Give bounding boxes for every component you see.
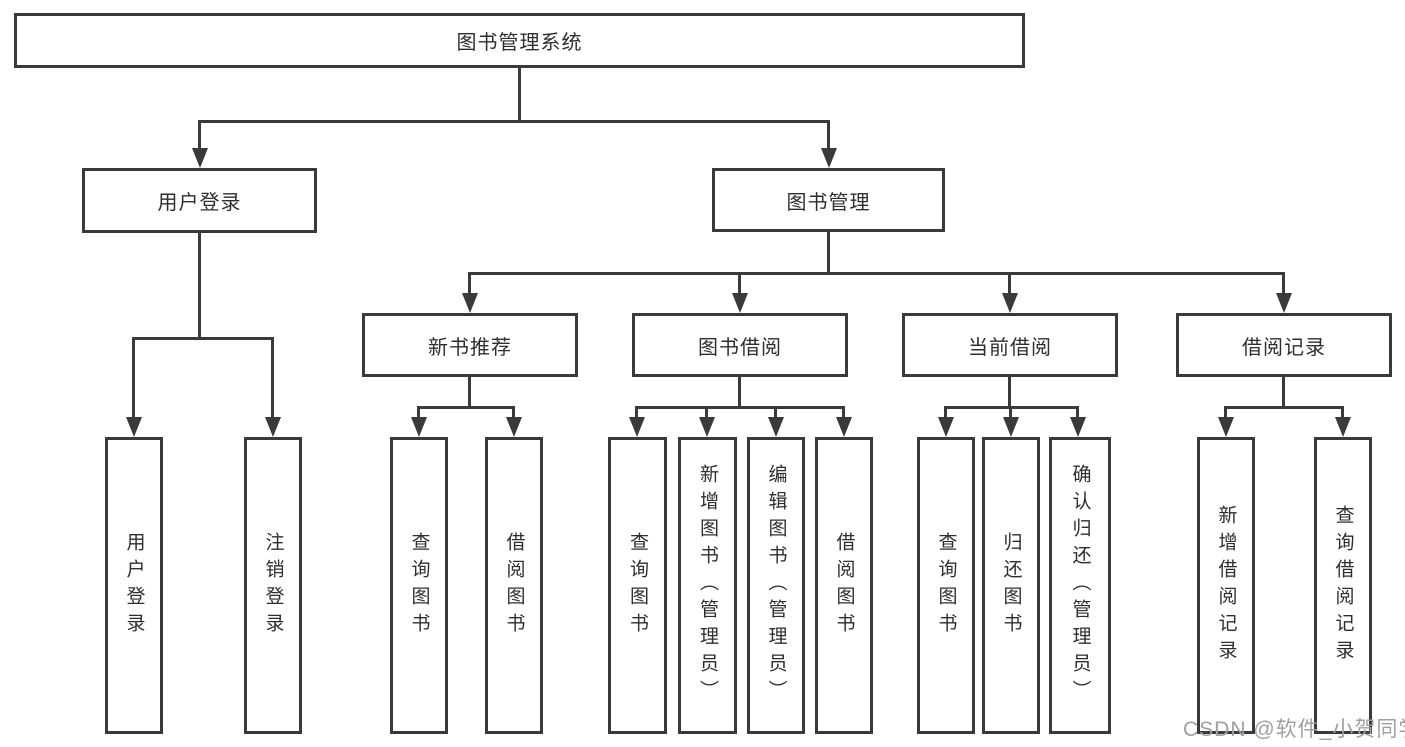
leaf-bb-edit-books: 编辑图书（管理员） (747, 437, 805, 734)
leaf-cb-query-books: 查询图书 (917, 437, 975, 734)
arrowhead-current-borrow (1002, 293, 1018, 313)
connector-book-borrow-bus (635, 406, 845, 409)
connector-nb-query (417, 406, 420, 419)
node-current-borrow: 当前借阅 (902, 313, 1118, 377)
arrowhead-bb-borrow (836, 417, 852, 437)
connector-cb-return (1009, 406, 1012, 419)
arrowhead-new-books (462, 293, 478, 313)
arrowhead-bb-add (699, 417, 715, 437)
connector-br-add (1224, 406, 1227, 419)
arrowhead-cb-return (1003, 417, 1019, 437)
connector-cb-query (944, 406, 947, 419)
node-book-borrow-label: 图书借阅 (698, 336, 782, 359)
arrowhead-borrow-records (1276, 293, 1292, 313)
node-book-mgmt: 图书管理 (712, 168, 945, 232)
connector-to-leaf-logout (271, 337, 274, 419)
node-new-books: 新书推荐 (362, 313, 578, 377)
connector-new-books-bus (417, 406, 515, 409)
node-root: 图书管理系统 (14, 13, 1025, 68)
arrowhead-cb-query (938, 417, 954, 437)
arrowhead-bb-query (629, 417, 645, 437)
arrowhead-user-login (192, 148, 208, 168)
leaf-nb-query-books-label: 查询图书 (408, 531, 430, 640)
connector-root-bus (198, 120, 830, 123)
connector-to-book-borrow (738, 272, 741, 295)
leaf-bb-borrow-books: 借阅图书 (815, 437, 873, 734)
leaf-bb-borrow-books-label: 借阅图书 (833, 531, 855, 640)
connector-book-mgmt-bus (468, 272, 1285, 275)
leaf-logout: 注销登录 (244, 437, 302, 734)
leaf-bb-edit-books-label: 编辑图书（管理员） (765, 464, 787, 707)
connector-to-borrow-records (1282, 272, 1285, 295)
arrowhead-br-query (1335, 417, 1351, 437)
arrowhead-bb-edit (768, 417, 784, 437)
leaf-br-add-record: 新增借阅记录 (1197, 437, 1255, 734)
connector-to-new-books (468, 272, 471, 295)
arrowhead-cb-confirm (1070, 417, 1086, 437)
csdn-watermark: CSDN @软件_小贺同学 (1183, 718, 1405, 741)
arrowhead-nb-query (411, 417, 427, 437)
leaf-cb-confirm-return: 确认归还（管理员） (1049, 437, 1111, 734)
leaf-bb-add-books-label: 新增图书（管理员） (697, 464, 718, 707)
node-borrow-records: 借阅记录 (1176, 313, 1392, 377)
arrowhead-br-add (1218, 417, 1234, 437)
leaf-user-login-label: 用户登录 (123, 531, 145, 640)
leaf-nb-borrow-books-label: 借阅图书 (503, 531, 525, 640)
leaf-cb-return-books-label: 归还图书 (1000, 531, 1022, 640)
connector-user-login-bus (132, 337, 274, 340)
connector-bb-query (635, 406, 638, 419)
node-user-login: 用户登录 (82, 168, 317, 233)
connector-current-borrow-trunk (1008, 377, 1011, 409)
connector-nb-borrow (512, 406, 515, 419)
leaf-br-add-record-label: 新增借阅记录 (1215, 504, 1237, 667)
leaf-nb-query-books: 查询图书 (390, 437, 448, 734)
leaf-cb-confirm-return-label: 确认归还（管理员） (1069, 464, 1091, 707)
leaf-nb-borrow-books: 借阅图书 (485, 437, 543, 734)
node-root-label: 图书管理系统 (456, 32, 583, 54)
leaf-bb-query-books: 查询图书 (608, 437, 667, 734)
node-borrow-records-label: 借阅记录 (1242, 336, 1326, 359)
leaf-logout-label: 注销登录 (262, 531, 284, 640)
leaf-bb-add-books: 新增图书（管理员） (678, 437, 737, 734)
connector-borrow-records-bus (1224, 406, 1344, 409)
arrowhead-book-borrow (732, 293, 748, 313)
leaf-br-query-record: 查询借阅记录 (1314, 437, 1372, 734)
connector-bb-add (705, 406, 708, 419)
connector-new-books-trunk (468, 377, 471, 409)
arrowhead-leaf-logout (265, 417, 281, 437)
leaf-br-query-record-label: 查询借阅记录 (1332, 504, 1354, 667)
leaf-cb-query-books-label: 查询图书 (935, 531, 957, 640)
node-current-borrow-label: 当前借阅 (968, 336, 1052, 359)
leaf-cb-return-books: 归还图书 (982, 437, 1040, 734)
connector-borrow-records-trunk (1282, 377, 1285, 409)
node-new-books-label: 新书推荐 (428, 336, 512, 359)
arrowhead-leaf-login (126, 417, 142, 437)
connector-bb-borrow (842, 406, 845, 419)
connector-book-mgmt-trunk (827, 232, 830, 275)
node-user-login-label: 用户登录 (157, 192, 242, 214)
connector-root-to-user-login (198, 120, 201, 150)
connector-cb-confirm (1076, 406, 1079, 419)
connector-to-current-borrow (1008, 272, 1011, 295)
connector-bb-edit (774, 406, 777, 419)
node-book-borrow: 图书借阅 (632, 313, 848, 377)
arrowhead-book-mgmt (821, 148, 837, 168)
connector-to-leaf-login (132, 337, 135, 419)
node-book-mgmt-label: 图书管理 (786, 191, 871, 214)
connector-br-query (1341, 406, 1344, 419)
arrowhead-nb-borrow (506, 417, 522, 437)
connector-book-borrow-trunk (738, 377, 741, 409)
connector-user-login-trunk (198, 233, 201, 339)
connector-root-trunk (518, 66, 521, 122)
leaf-bb-query-books-label: 查询图书 (627, 531, 648, 640)
leaf-user-login: 用户登录 (105, 437, 163, 734)
connector-root-to-book-mgmt (827, 120, 830, 150)
